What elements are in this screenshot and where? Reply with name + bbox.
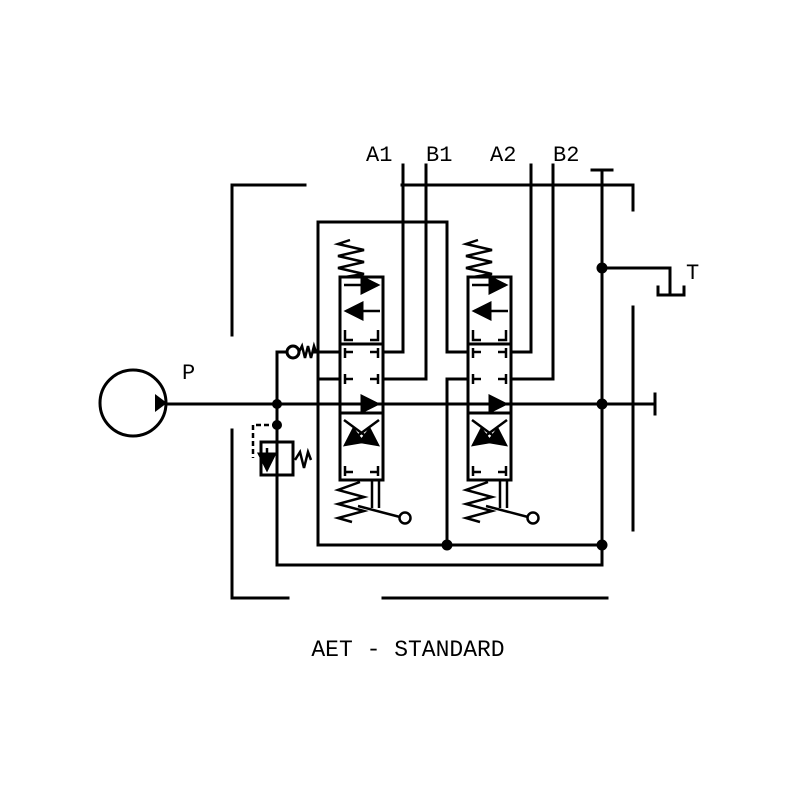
port-label-a1: A1 <box>366 143 392 168</box>
valve-section-2 <box>466 240 539 524</box>
enclosure-outline <box>230 183 635 600</box>
valve-section-1 <box>338 240 411 524</box>
pump-symbol <box>98 368 168 438</box>
diagram-caption: AET - STANDARD <box>311 637 505 663</box>
relief-valve-symbol <box>251 420 313 477</box>
port-label-t: T <box>686 261 699 286</box>
port-label-a2: A2 <box>490 143 516 168</box>
port-label-b2: B2 <box>553 143 579 168</box>
port-label-p: P <box>182 361 195 386</box>
pressure-line <box>164 392 657 416</box>
port-label-b1: B1 <box>426 143 452 168</box>
work-port-lines <box>381 163 555 381</box>
tank-line <box>590 168 686 567</box>
tank-icon <box>656 285 686 297</box>
check-valve-symbol <box>275 341 318 406</box>
internal-gallery <box>275 220 608 567</box>
